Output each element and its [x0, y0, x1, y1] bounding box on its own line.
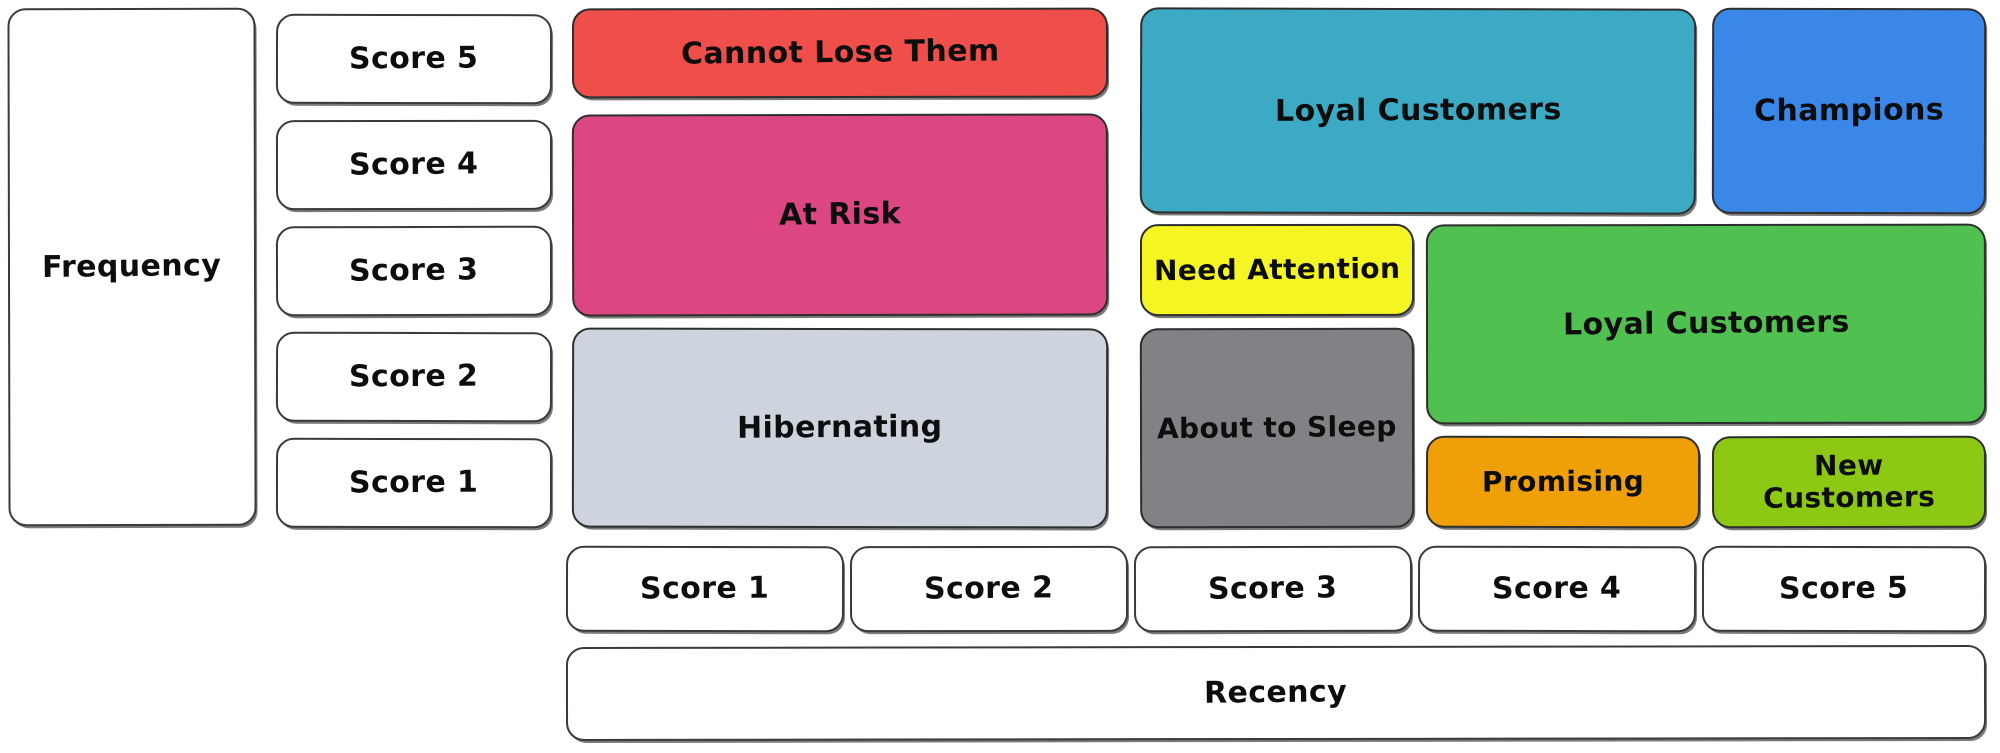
segment-need-attention-label: Need Attention [1153, 251, 1401, 288]
segment-at-risk-label: At Risk [778, 196, 902, 233]
segment-promising[interactable]: Promising [1425, 435, 1701, 529]
frequency-score-2[interactable]: Score 2 [275, 331, 553, 423]
segment-cannot-lose-them[interactable]: Cannot Lose Them [571, 7, 1109, 99]
segment-new-customers-label: New Customers [1762, 448, 1936, 515]
recency-score-2-label: Score 2 [924, 570, 1054, 607]
segment-champions[interactable]: Champions [1711, 7, 1987, 215]
frequency-score-3[interactable]: Score 3 [275, 225, 553, 317]
segment-about-to-sleep-label: About to Sleep [1156, 409, 1398, 446]
frequency-score-4-label: Score 4 [349, 146, 479, 183]
recency-score-1[interactable]: Score 1 [565, 545, 845, 633]
recency-score-1-label: Score 1 [640, 570, 770, 607]
segment-hibernating-label: Hibernating [737, 409, 943, 446]
frequency-score-5[interactable]: Score 5 [275, 13, 553, 105]
segment-loyal-customers-green-label: Loyal Customers [1562, 304, 1850, 343]
segment-loyal-customers-green[interactable]: Loyal Customers [1425, 223, 1987, 425]
segment-about-to-sleep[interactable]: About to Sleep [1139, 327, 1415, 529]
frequency-axis-label-box: Frequency [7, 7, 257, 527]
recency-score-2[interactable]: Score 2 [849, 545, 1129, 633]
segment-new-customers[interactable]: New Customers [1711, 435, 1987, 529]
recency-axis-label-box: Recency [565, 645, 1987, 741]
frequency-axis-label: Frequency [42, 247, 222, 285]
recency-axis-label: Recency [1204, 674, 1348, 711]
frequency-score-3-label: Score 3 [349, 252, 479, 289]
segment-need-attention[interactable]: Need Attention [1139, 223, 1415, 317]
segment-loyal-customers-teal[interactable]: Loyal Customers [1139, 7, 1697, 215]
recency-score-5[interactable]: Score 5 [1701, 545, 1987, 633]
frequency-score-5-label: Score 5 [349, 40, 479, 77]
frequency-score-1[interactable]: Score 1 [275, 437, 553, 529]
segment-hibernating[interactable]: Hibernating [571, 327, 1109, 529]
recency-score-3-label: Score 3 [1208, 570, 1338, 607]
segment-loyal-customers-teal-label: Loyal Customers [1274, 91, 1562, 129]
segment-champions-label: Champions [1753, 92, 1945, 129]
recency-score-5-label: Score 5 [1779, 570, 1909, 607]
recency-score-4-label: Score 4 [1492, 570, 1622, 607]
frequency-score-2-label: Score 2 [349, 358, 479, 395]
segment-at-risk[interactable]: At Risk [571, 113, 1109, 317]
segment-promising-label: Promising [1481, 464, 1645, 499]
segment-cannot-lose-them-label: Cannot Lose Them [680, 33, 1000, 72]
recency-score-4[interactable]: Score 4 [1417, 545, 1697, 633]
recency-score-3[interactable]: Score 3 [1133, 545, 1413, 633]
frequency-score-1-label: Score 1 [349, 464, 479, 501]
frequency-score-4[interactable]: Score 4 [275, 119, 553, 211]
